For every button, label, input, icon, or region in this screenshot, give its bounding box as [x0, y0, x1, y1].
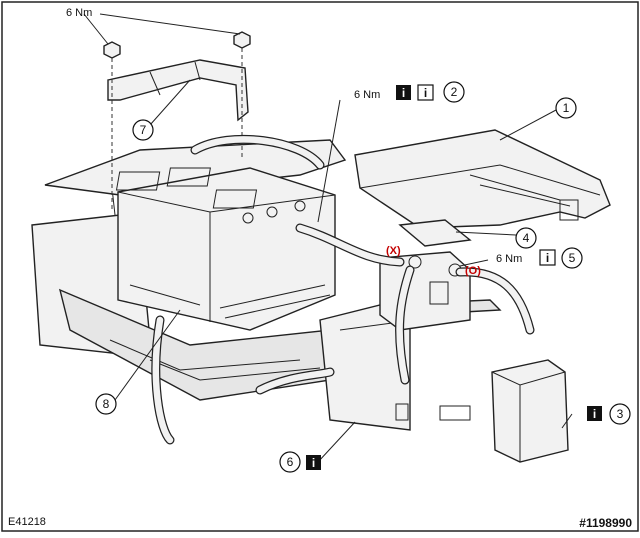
callout-8-text: 8: [103, 397, 110, 411]
watermark-number: #1198990: [579, 516, 632, 530]
side-cover: [491, 359, 569, 463]
info-icon: i: [587, 406, 602, 421]
callout-5-text: 5: [569, 251, 576, 265]
terminal-cover-plate: [398, 219, 472, 247]
battery-clamp-bracket: [107, 59, 249, 122]
info-icon: i: [306, 455, 321, 470]
callout-6: [279, 451, 301, 473]
info-icon: i: [417, 84, 434, 101]
callout-3: [609, 403, 631, 425]
torque-label-clamp: 6 Nm: [354, 89, 380, 101]
battery-cables: [151, 134, 535, 445]
callout-8: [95, 393, 117, 415]
callout-4: [515, 227, 537, 249]
tray-rib: [149, 359, 321, 381]
nut-left: [103, 41, 121, 59]
svg-text:i: i: [546, 251, 549, 265]
negative-terminal-mark: (X): [386, 245, 401, 257]
figure-id: E41218: [8, 516, 46, 528]
nut-right: [233, 31, 251, 49]
svg-text:i: i: [312, 456, 315, 470]
callout-5: [561, 247, 583, 269]
battery-cover: [354, 129, 611, 229]
callout-4-text: 4: [523, 231, 530, 245]
callout-7-text: 7: [140, 123, 147, 137]
callout-6-text: 6: [287, 455, 294, 469]
callout-3-text: 3: [617, 407, 624, 421]
svg-text:i: i: [424, 86, 427, 100]
leader-lines: [83, 13, 573, 463]
torque-label-terminal: 6 Nm: [496, 253, 522, 265]
callout-7: [132, 119, 154, 141]
callout-2-text: 2: [451, 85, 458, 99]
tray-rib: [109, 339, 301, 371]
positive-terminal-mark: (O): [465, 265, 481, 277]
svg-text:i: i: [402, 86, 405, 100]
callout-1-text: 1: [563, 101, 570, 115]
torque-label-top: 6 Nm: [66, 7, 92, 19]
callout-1: [555, 97, 577, 119]
svg-text:i: i: [593, 407, 596, 421]
battery: [115, 167, 336, 331]
info-icon: i: [396, 85, 411, 100]
info-icon: i: [539, 249, 556, 266]
callout-2: [443, 81, 465, 103]
